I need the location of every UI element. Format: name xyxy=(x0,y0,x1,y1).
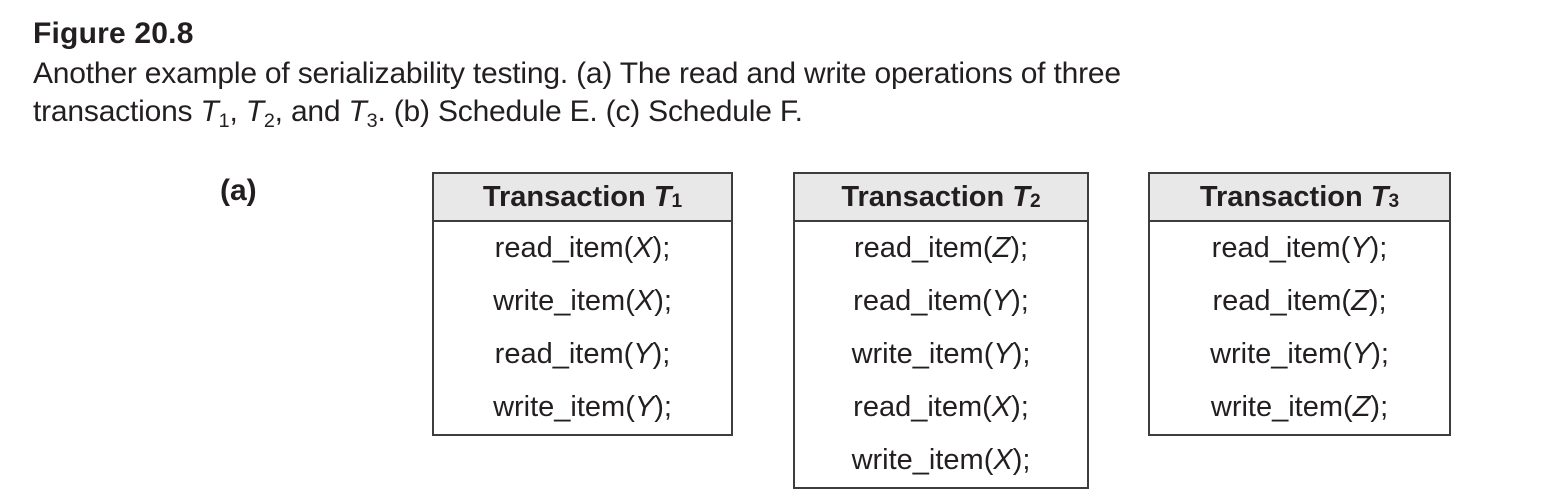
operation-variable: Z xyxy=(1351,285,1369,317)
operation-text: ); xyxy=(654,391,672,423)
operation-row: read_item(Y); xyxy=(434,328,731,381)
operation-variable: Y xyxy=(1351,338,1372,370)
operation-text: write_item( xyxy=(851,444,994,476)
operation-row: write_item(Z); xyxy=(1150,381,1449,434)
operation-variable: X xyxy=(991,391,1012,423)
header-text: Transaction xyxy=(1199,180,1371,213)
header-text: Transaction xyxy=(841,180,1013,213)
operation-text: ); xyxy=(1010,232,1029,264)
figure-caption: Another example of serializability testi… xyxy=(33,55,1121,131)
caption-line-1: Another example of serializability testi… xyxy=(33,57,1121,90)
operation-text: ); xyxy=(1012,338,1031,370)
operation-variable: Y xyxy=(634,391,655,423)
operation-row: read_item(Y); xyxy=(1150,222,1449,275)
operation-variable: Z xyxy=(1352,391,1371,423)
header-text: Transaction xyxy=(482,180,654,213)
panel-label-a: (a) xyxy=(220,174,257,207)
operation-text: read_item( xyxy=(494,232,634,264)
transaction-subscript: 2 xyxy=(263,109,275,132)
transaction-symbol: T xyxy=(200,95,219,128)
operation-variable: X xyxy=(993,444,1013,476)
operation-text: read_item( xyxy=(853,232,993,264)
operation-row: read_item(X); xyxy=(795,381,1087,434)
operation-text: write_item( xyxy=(1210,391,1353,423)
operation-variable: Y xyxy=(991,285,1012,317)
operation-text: ); xyxy=(1012,444,1031,476)
caption-text: , and xyxy=(274,95,349,128)
operation-text: ); xyxy=(652,232,671,264)
operation-text: write_item( xyxy=(851,338,994,370)
operation-row: write_item(Y); xyxy=(1150,328,1449,381)
operation-variable: Y xyxy=(1350,232,1370,264)
caption-line-2: transactions T1, T2, and T3. (b) Schedul… xyxy=(33,93,1121,131)
operation-row: write_item(Y); xyxy=(795,328,1087,381)
operation-variable: X xyxy=(633,232,653,264)
operation-row: read_item(Z); xyxy=(795,222,1087,275)
transaction-symbol: T xyxy=(348,95,367,128)
operation-text: read_item( xyxy=(1211,232,1351,264)
transaction-symbol: T xyxy=(1012,180,1030,213)
operation-text: read_item( xyxy=(494,338,634,370)
operation-text: ); xyxy=(1011,391,1029,423)
operation-variable: X xyxy=(634,285,655,317)
transaction-symbol: T xyxy=(1370,180,1389,213)
operation-text: write_item( xyxy=(493,391,635,423)
operation-text: read_item( xyxy=(853,391,992,423)
operation-text: ); xyxy=(1368,285,1387,317)
caption-text: , xyxy=(229,95,246,128)
operation-variable: Y xyxy=(993,338,1013,370)
operation-text: read_item( xyxy=(853,285,992,317)
operation-text: ); xyxy=(1011,285,1029,317)
operation-text: write_item( xyxy=(493,285,635,317)
operation-text: ); xyxy=(654,285,672,317)
transaction-subscript: 1 xyxy=(218,109,230,132)
transaction-symbol: T xyxy=(245,95,264,128)
caption-text: transactions xyxy=(33,95,201,128)
operation-text: read_item( xyxy=(1212,285,1352,317)
operation-variable: Z xyxy=(992,232,1011,264)
operation-row: write_item(Y); xyxy=(434,381,731,434)
transaction-symbol: T xyxy=(653,180,672,213)
transaction-subscript: 3 xyxy=(366,109,378,132)
operation-text: ); xyxy=(1370,391,1389,423)
operation-text: ); xyxy=(1369,232,1388,264)
operation-row: write_item(X); xyxy=(434,275,731,328)
operation-variable: Y xyxy=(633,338,653,370)
operation-text: ); xyxy=(1371,338,1389,370)
operation-row: read_item(X); xyxy=(434,222,731,275)
operation-text: write_item( xyxy=(1210,338,1352,370)
operation-row: read_item(Z); xyxy=(1150,275,1449,328)
figure-number: Figure 20.8 xyxy=(33,17,194,50)
caption-text: . (b) Schedule E. (c) Schedule F. xyxy=(377,95,803,128)
operation-row: write_item(X); xyxy=(795,434,1087,487)
operation-row: read_item(Y); xyxy=(795,275,1087,328)
operation-text: ); xyxy=(652,338,671,370)
